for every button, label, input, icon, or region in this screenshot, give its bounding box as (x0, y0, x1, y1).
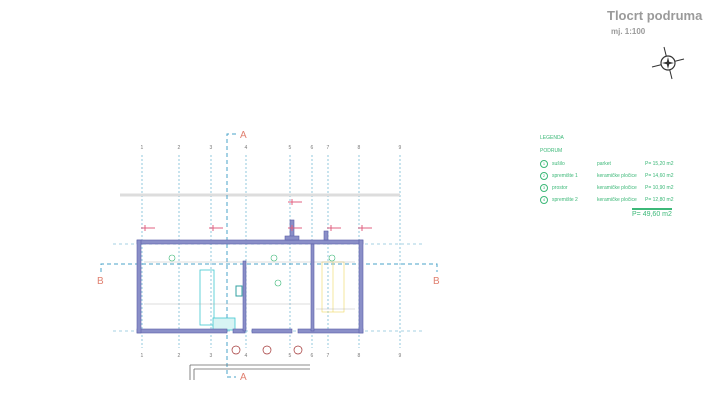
legend-area: P= 12,80 m2 (645, 197, 674, 203)
legend-floor: keramičke pločice (597, 185, 637, 191)
grid-label-top: 9 (399, 145, 402, 151)
level-marker (327, 225, 341, 231)
level-marker (141, 225, 155, 231)
window-marker (293, 345, 303, 355)
section-line-b (100, 263, 438, 272)
legend-floor: parket (597, 161, 611, 167)
legend-name: prostor (552, 185, 568, 191)
legend-num: 3 (540, 184, 548, 192)
grid-label-top: 8 (358, 145, 361, 151)
grid-label-bottom: 4 (245, 353, 248, 359)
window-marker (262, 345, 272, 355)
level-marker (358, 225, 372, 231)
grid-label-top: 2 (178, 145, 181, 151)
grid-label-bottom: 8 (358, 353, 361, 359)
grid-label-top: 3 (210, 145, 213, 151)
window-marker (231, 345, 241, 355)
room-marker-3 (274, 279, 282, 287)
legend-name: spremište 2 (552, 197, 578, 203)
stairs (321, 261, 345, 313)
section-b-label-left: B (97, 276, 104, 287)
grid-label-bottom: 1 (141, 353, 144, 359)
legend-num: 4 (540, 196, 548, 204)
section-b-label-right: B (433, 276, 440, 287)
legend-name: spremište 1 (552, 173, 578, 179)
legend-title: LEGENDA (540, 135, 564, 141)
legend-row: 4 spremište 2 keramičke pločice P= 12,80 m2 (540, 196, 700, 209)
grid-label-bottom: 6 (311, 353, 314, 359)
grid-label-top: 7 (327, 145, 330, 151)
grid-label-bottom: 5 (289, 353, 292, 359)
section-line-a (226, 133, 236, 378)
grid-label-bottom: 7 (327, 353, 330, 359)
room-marker-2 (270, 254, 278, 262)
entrance-ramp (189, 364, 310, 380)
legend: LEGENDA PODRUM 1 sušilo parket P= 15,20 m2 2… (540, 135, 700, 209)
room-marker-1 (168, 254, 176, 262)
legend-row: 2 spremište 1 keramičke pločice P= 14,60 m2 (540, 172, 700, 185)
section-a-label-top: A (240, 130, 247, 141)
level-marker (288, 225, 302, 231)
legend-total-area: P= 49,60 m2 (632, 208, 672, 218)
legend-row: 3 prostor keramičke pločice P= 10,90 m2 (540, 184, 700, 197)
level-marker (209, 225, 223, 231)
legend-area: P= 10,90 m2 (645, 185, 674, 191)
legend-num: 1 (540, 160, 548, 168)
drawing-title: Tlocrt podruma (607, 8, 703, 23)
tub-fixture (212, 317, 236, 331)
room-marker-4 (328, 254, 336, 262)
stair-fixture (199, 269, 215, 326)
grid-label-bottom: 2 (178, 353, 181, 359)
legend-section: PODRUM (540, 148, 563, 154)
section-a-label-bottom: A (240, 372, 247, 383)
legend-floor: keramičke pločice (597, 197, 637, 203)
grid-label-top: 1 (141, 145, 144, 151)
grid-label-top: 4 (245, 145, 248, 151)
grid-label-top: 6 (311, 145, 314, 151)
level-marker (288, 199, 302, 205)
room-markers (168, 254, 336, 287)
grid-label-bottom: 3 (210, 353, 213, 359)
legend-num: 2 (540, 172, 548, 180)
north-arrow-icon (651, 46, 685, 80)
drawing-scale: mj. 1:100 (611, 27, 646, 36)
grid-label-top: 5 (289, 145, 292, 151)
legend-area: P= 15,20 m2 (645, 161, 674, 167)
sink-fixture (235, 285, 243, 297)
legend-row: 1 sušilo parket P= 15,20 m2 (540, 160, 700, 173)
legend-name: sušilo (552, 161, 565, 167)
walls (136, 219, 364, 334)
grid-label-bottom: 9 (399, 353, 402, 359)
legend-area: P= 14,60 m2 (645, 173, 674, 179)
inner-lines (144, 261, 355, 310)
dimension-markers (141, 199, 372, 355)
legend-floor: keramičke pločice (597, 173, 637, 179)
legend-rows: 1 sušilo parket P= 15,20 m2 2 spremište 1 kera… (540, 160, 700, 209)
